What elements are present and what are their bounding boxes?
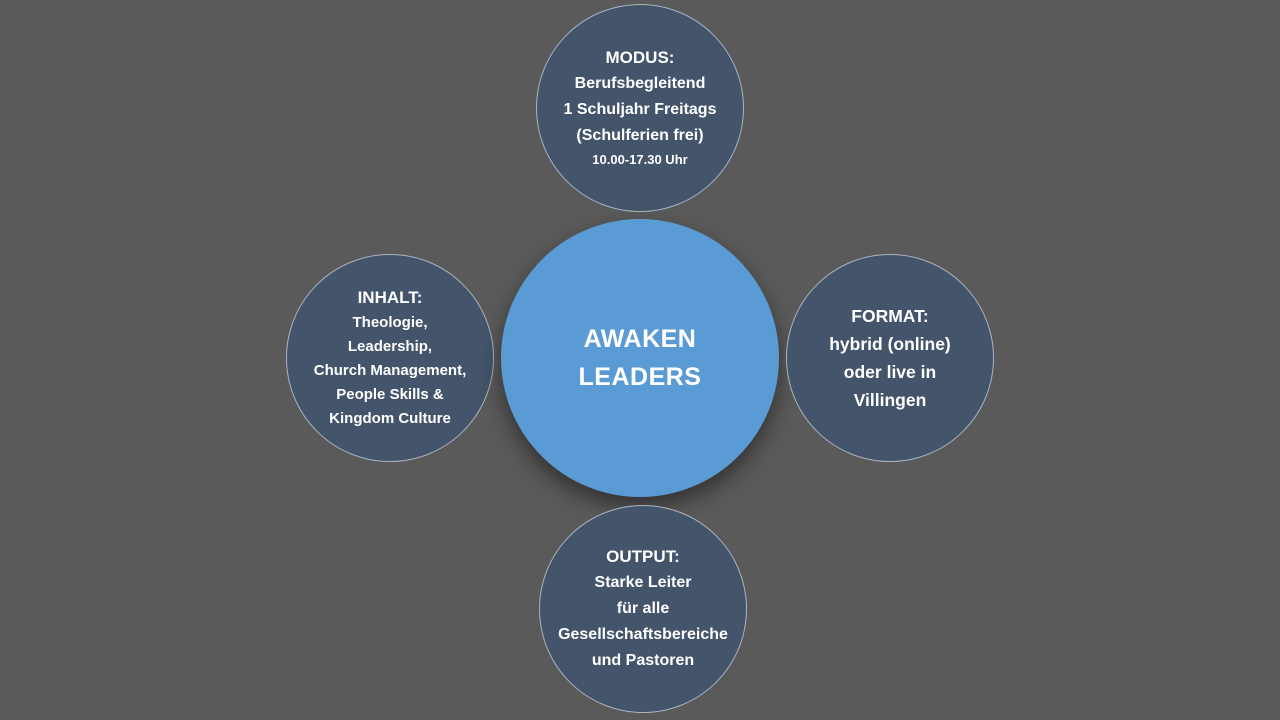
center-title-line: LEADERS — [578, 363, 702, 391]
modus-line: 1 Schuljahr Freitags — [563, 101, 717, 118]
inhalt-circle: INHALT: Theologie, Leadership, Church Ma… — [286, 254, 494, 462]
modus-circle: MODUS: Berufsbegleitend 1 Schuljahr Frei… — [536, 4, 744, 212]
output-line: Starke Leiter — [594, 574, 692, 591]
output-heading: OUTPUT: — [606, 547, 680, 566]
format-circle: FORMAT: hybrid (online) oder live in Vil… — [786, 254, 994, 462]
output-line: für alle — [616, 600, 670, 617]
inhalt-line: Theologie, — [352, 314, 428, 331]
inhalt-heading: INHALT: — [357, 288, 423, 307]
modus-time: 10.00-17.30 Uhr — [592, 152, 688, 167]
modus-heading: MODUS: — [605, 48, 675, 67]
inhalt-line: Leadership, — [347, 338, 433, 355]
format-line: oder live in — [843, 362, 937, 382]
format-heading: FORMAT: — [851, 306, 929, 326]
inhalt-line: Kingdom Culture — [329, 410, 451, 427]
modus-line: (Schulferien frei) — [576, 127, 704, 144]
inhalt-line: Church Management, — [313, 362, 467, 379]
center-title-line: AWAKEN — [583, 325, 697, 353]
output-line: und Pastoren — [591, 652, 695, 669]
modus-line: Berufsbegleitend — [574, 75, 706, 92]
format-line: Villingen — [853, 390, 927, 410]
center-circle: AWAKEN LEADERS — [501, 219, 779, 497]
format-line: hybrid (online) — [829, 334, 951, 354]
output-circle: OUTPUT: Starke Leiter für alle Gesellsch… — [539, 505, 747, 713]
output-line: Gesellschaftsbereiche — [558, 626, 728, 643]
inhalt-line: People Skills & — [336, 386, 444, 403]
